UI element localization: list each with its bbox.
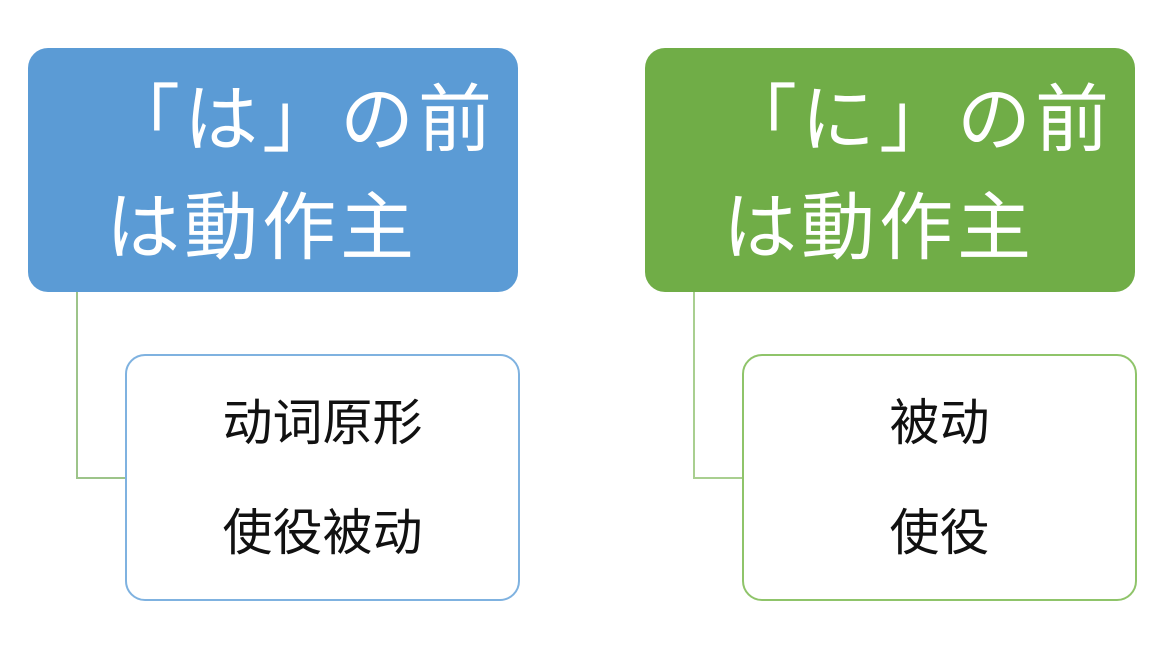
right-header-line-1: 「に」の前 <box>723 77 1113 163</box>
left-child-box: 动词原形 使役被动 <box>125 354 520 601</box>
right-group: 「に」の前 は動作主 被动 使役 <box>645 0 1145 646</box>
left-header-line-2: は動作主 <box>106 185 418 271</box>
left-connector-vertical <box>76 292 78 478</box>
right-connector-vertical <box>693 292 695 478</box>
right-header-box: 「に」の前 は動作主 <box>645 48 1135 292</box>
left-connector-horizontal <box>76 477 126 479</box>
left-item-2: 使役被动 <box>222 503 423 562</box>
left-header-line-1: 「は」の前 <box>106 77 496 163</box>
left-header-box: 「は」の前 は動作主 <box>28 48 518 292</box>
right-header-line-2: は動作主 <box>723 185 1035 271</box>
right-item-2: 使役 <box>889 503 990 562</box>
right-item-1: 被动 <box>889 393 990 452</box>
left-group: 「は」の前 は動作主 动词原形 使役被动 <box>28 0 528 646</box>
left-item-1: 动词原形 <box>222 393 423 452</box>
right-connector-horizontal <box>693 477 743 479</box>
right-child-box: 被动 使役 <box>742 354 1137 601</box>
